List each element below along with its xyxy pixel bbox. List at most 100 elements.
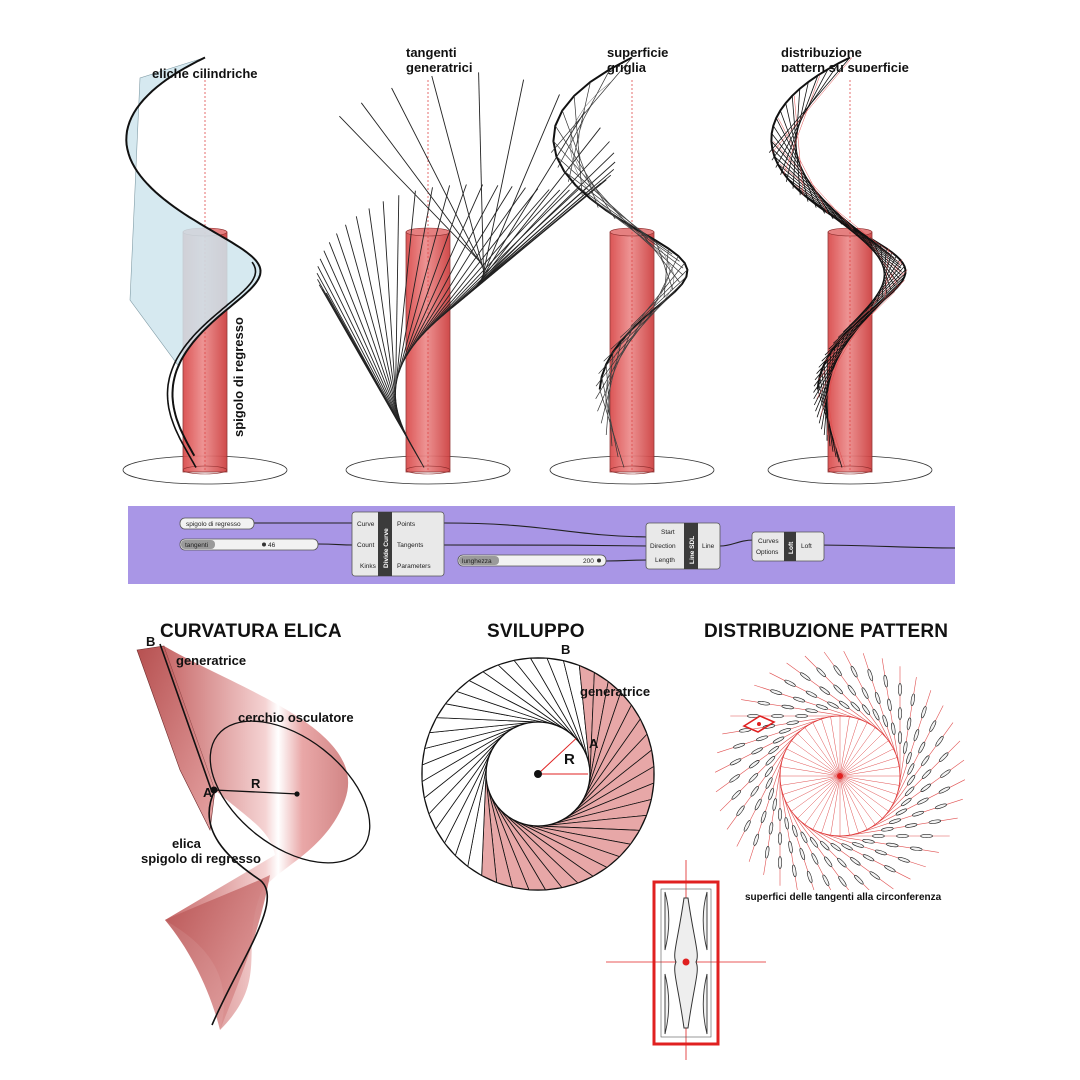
pattern-module [887,698,892,712]
label-pattern-caption: superfici delle tangenti alla circonfere… [745,892,942,903]
label-cerchio-osculatore: cerchio osculatore [238,710,354,725]
component-line-sdl[interactable]: Line SDL Start Direction Length Line [645,522,721,570]
pattern-module-detail [606,860,766,1060]
pattern-module [881,827,894,832]
pattern-strip [816,334,846,418]
tangent-line [769,672,868,723]
pattern-module [898,683,902,696]
wires [254,522,955,562]
label-sviluppo-generatrice: generatrice [580,684,651,699]
pattern-axis [793,95,804,196]
pattern-module [753,833,759,846]
grasshopper-definition: spigolo di regresso tangenti 46 Divide C… [128,506,955,584]
tangent-line [476,127,601,286]
radial-line [780,766,841,777]
pattern-strip [771,62,840,161]
title-curvatura-elica: CURVATURA ELICA [160,621,342,642]
radial-line [812,775,841,830]
tangent-line [431,75,484,270]
tangent-line [473,141,610,289]
radial-line [839,740,889,777]
svg-text:Divide Curve: Divide Curve [383,528,390,568]
pattern-module [935,735,944,747]
label-sviluppo-B: B [561,642,571,657]
regression-edge-curve [166,261,257,468]
pattern-strip [833,280,903,344]
pattern-module [765,845,770,859]
pattern-strip [807,198,898,262]
pattern-module [906,717,912,730]
radial-line [804,727,841,777]
pattern-module [921,706,927,719]
pattern-module [770,689,783,695]
grid-isocurve [570,81,675,409]
pattern-module [768,745,779,755]
tangent-line [319,258,409,439]
radial-line [830,716,841,777]
pattern-module [904,786,915,796]
pattern-module [760,810,767,823]
svg-text:Parameters: Parameters [397,563,431,570]
pattern-module [921,769,932,779]
tangent-line [893,705,944,804]
tangent-line [481,94,560,279]
slider-lunghezza[interactable]: lunghezza 200 [457,554,607,567]
component-divide-curve[interactable]: Divide Curve Curve Count Kinks Points Ta… [351,511,445,577]
label-elica-spigolo-di-regresso: spigolo di regresso [141,851,261,866]
pattern-module [792,864,797,878]
tangent-line [409,187,526,352]
title-sviluppo: SVILUPPO [487,621,585,642]
radial-line [821,718,841,777]
radial-line [839,733,883,777]
pattern-strip [780,75,819,175]
pattern-module [938,786,951,794]
svg-text:Curves: Curves [758,538,779,545]
pattern-module [906,751,912,765]
pattern-module [872,708,880,721]
radial-line [839,722,868,777]
component-loft[interactable]: Loft Curves Options Loft [751,531,825,562]
pattern-module [748,760,760,769]
pattern-strip [800,191,895,259]
svg-text:46: 46 [268,542,276,549]
pattern-module [827,701,839,709]
pattern-module [772,736,785,744]
radial-line [804,775,841,825]
panel-superficie-griglia [549,56,715,485]
pattern-module [838,700,850,709]
tangent-line [316,272,414,449]
tangent-line [862,653,898,758]
radial-line [782,775,841,795]
pattern-module [820,840,830,851]
pattern-module [903,741,908,754]
distribuzione-pattern-drawing [714,650,966,890]
radial-line [839,748,894,777]
label-elica: elica [172,836,201,851]
pattern-strip [775,68,829,168]
label-sviluppo-R: R [564,751,575,768]
pattern-module [809,837,819,848]
pattern-module [833,665,842,676]
pattern-module [850,857,861,866]
label-pattern-su-superficie: pattern su superficie [781,60,909,72]
pattern-module [872,834,885,838]
pattern-module [875,691,881,705]
pattern-module [913,729,920,742]
radial-line [791,740,841,777]
pattern-module [768,787,774,801]
panel-eliche-cilindriche [122,56,288,485]
slider-tangenti[interactable]: tangenti 46 [179,538,319,551]
pattern-module [815,704,829,710]
param-spigolo-di-regresso[interactable]: spigolo di regresso [179,517,255,530]
pattern-module [882,714,888,728]
radial-line [782,757,841,777]
tangent-line [396,185,451,379]
pattern-module [824,856,833,868]
tangent-line [395,187,433,385]
radial-line [786,775,841,804]
pattern-module [793,696,806,703]
highlighted-module-center [757,722,761,726]
pattern-module [896,834,909,838]
pattern-module [781,704,794,710]
tangent-line [899,677,917,786]
